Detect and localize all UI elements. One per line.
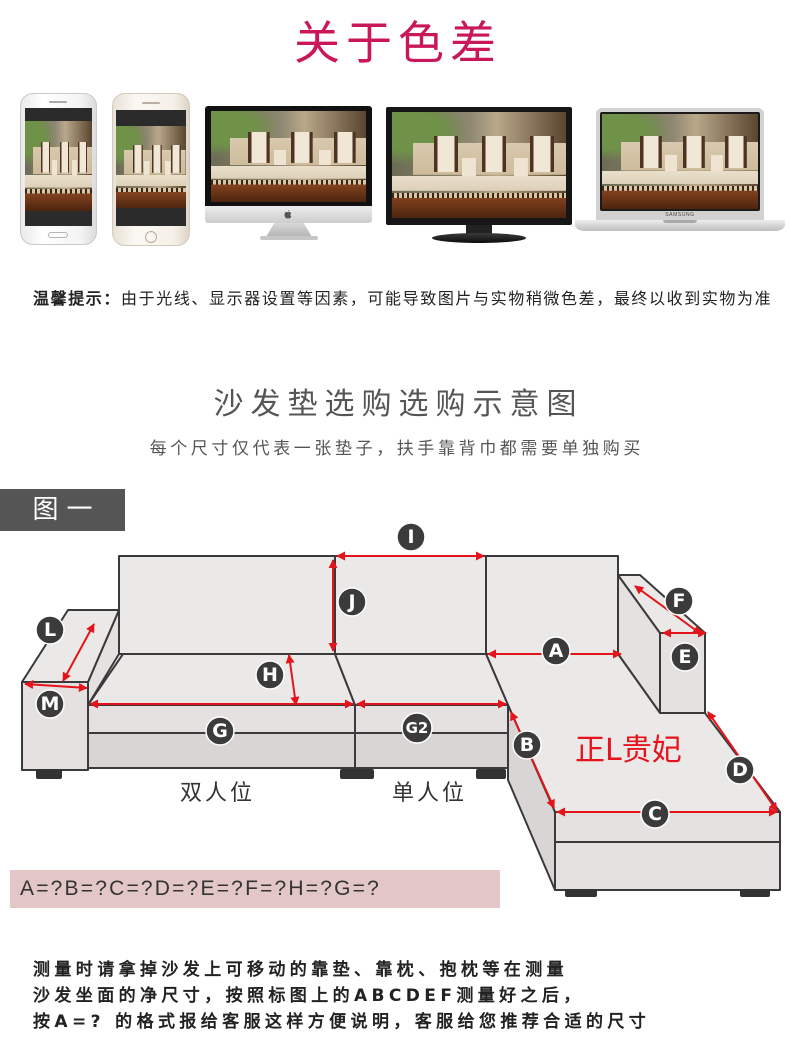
arrow-L <box>62 623 95 682</box>
imac-stand <box>266 223 312 237</box>
phone-speaker <box>49 101 67 103</box>
samsung-phone <box>20 93 97 245</box>
marker-D: D <box>725 755 755 785</box>
apple-logo-icon <box>284 210 292 219</box>
sofa-leg <box>740 889 770 897</box>
laptop: SAMSUNG <box>575 108 785 232</box>
marker-label: L <box>44 619 56 641</box>
marker-circle <box>512 730 542 760</box>
page-title: 关于色差 <box>294 16 502 70</box>
marker-circle <box>541 636 571 666</box>
imac-foot <box>260 236 318 240</box>
marker-label: H <box>262 664 278 686</box>
marker-G: G <box>205 716 235 746</box>
phone-screen <box>25 108 92 226</box>
sofa-leg <box>476 769 506 779</box>
marker-circle <box>255 660 285 690</box>
marker-G2: G2 <box>401 712 433 744</box>
sofa-photo <box>392 112 566 218</box>
imac-desktop <box>205 106 372 240</box>
monitor-screen <box>386 107 572 225</box>
sofa-leg <box>565 889 597 897</box>
marker-circle <box>337 587 367 617</box>
marker-label: D <box>732 759 748 781</box>
home-button <box>48 232 68 238</box>
imac-screen <box>205 106 372 206</box>
marker-circle <box>205 716 235 746</box>
measurement-formula-box: A=?B=?C=?D=?E=?F=?H=?G=? <box>10 870 500 908</box>
marker-H: H <box>255 660 285 690</box>
instruction-line: 按A=? 的格式报给客服这样方便说明，客服给您推荐合适的尺寸 <box>33 1012 651 1032</box>
figure-tag: 图一 <box>0 489 125 531</box>
marker-circle <box>396 522 426 552</box>
marker-M: M <box>35 689 65 719</box>
chaise-label: 正L贵妃 <box>575 733 682 768</box>
color-tip: 温馨提示：由于光线、显示器设置等因素，可能导致图片与实物稍微色差，最终以收到实物… <box>33 287 772 311</box>
dimension-markers: I J L M F E A H G G2 B D C <box>35 522 755 829</box>
marker-F: F <box>664 586 694 616</box>
laptop-screen <box>600 112 760 211</box>
double-seat-top <box>87 653 356 706</box>
marker-label: B <box>520 734 534 756</box>
marker-circle <box>35 689 65 719</box>
tip-label: 温馨提示： <box>33 289 122 308</box>
marker-label: M <box>41 693 60 715</box>
measurement-formula: A=?B=?C=?D=?E=?F=?H=?G=? <box>20 877 382 900</box>
guide-title: 沙发垫选购选购示意图 <box>213 387 584 422</box>
monitor-base <box>432 233 526 243</box>
marker-circle <box>35 615 65 645</box>
marker-label: A <box>549 640 564 662</box>
marker-circle <box>670 642 700 672</box>
chaise-base <box>554 841 781 891</box>
instruction-line: 沙发坐面的净尺寸，按照标图上的ABCDEF测量好之后， <box>33 986 585 1006</box>
arrow-M <box>24 680 88 692</box>
marker-label: J <box>346 591 355 613</box>
marker-label: E <box>679 646 692 668</box>
tip-text: 由于光线、显示器设置等因素，可能导致图片与实物稍微色差，最终以收到实物为准 <box>121 289 773 308</box>
marker-circle <box>401 712 433 744</box>
sofa-photo <box>116 126 186 208</box>
laptop-lid <box>596 108 764 220</box>
double-seat-label: 双人位 <box>180 781 256 806</box>
marker-E: E <box>670 642 700 672</box>
marker-B: B <box>512 730 542 760</box>
marker-A: A <box>541 636 571 666</box>
marker-label: F <box>673 590 686 612</box>
sofa-measurement-diagram: I J L M F E A H G G2 B D C <box>21 522 781 897</box>
marker-L: L <box>35 615 65 645</box>
sofa-photo <box>25 121 92 211</box>
phone-speaker <box>142 102 160 104</box>
laptop-brand: SAMSUNG <box>665 212 695 218</box>
phone-screen <box>116 110 186 226</box>
marker-circle <box>664 586 694 616</box>
single-seat-top <box>334 653 509 706</box>
arrow-H <box>285 654 300 706</box>
sofa-photo <box>211 111 366 202</box>
single-seat-label: 单人位 <box>392 781 468 806</box>
sofa-leg <box>36 769 62 779</box>
laptop-notch <box>663 220 697 223</box>
monitor-neck <box>466 225 492 235</box>
marker-I: I <box>396 522 426 552</box>
single-seat-base <box>354 732 509 769</box>
laptop-base <box>575 220 785 231</box>
arrow-B <box>510 711 555 809</box>
marker-label: G <box>212 720 228 742</box>
sofa-leg <box>340 769 374 779</box>
sofa-photo <box>602 114 758 209</box>
iphone <box>112 93 190 246</box>
desktop-monitor <box>386 107 572 244</box>
marker-label: G2 <box>406 719 429 737</box>
marker-circle <box>725 755 755 785</box>
sofa-back-double <box>118 555 336 655</box>
marker-J: J <box>337 587 367 617</box>
instruction-line: 测量时请拿掉沙发上可移动的靠垫、靠枕、抱枕等在测量 <box>33 960 568 980</box>
marker-circle <box>640 799 670 829</box>
marker-label: I <box>407 526 414 548</box>
imac-chin <box>205 206 372 223</box>
guide-subtitle: 每个尺寸仅代表一张垫子，扶手靠背巾都需要单独购买 <box>149 439 644 459</box>
home-button <box>145 231 157 243</box>
marker-label: C <box>648 803 662 825</box>
marker-C: C <box>640 799 670 829</box>
